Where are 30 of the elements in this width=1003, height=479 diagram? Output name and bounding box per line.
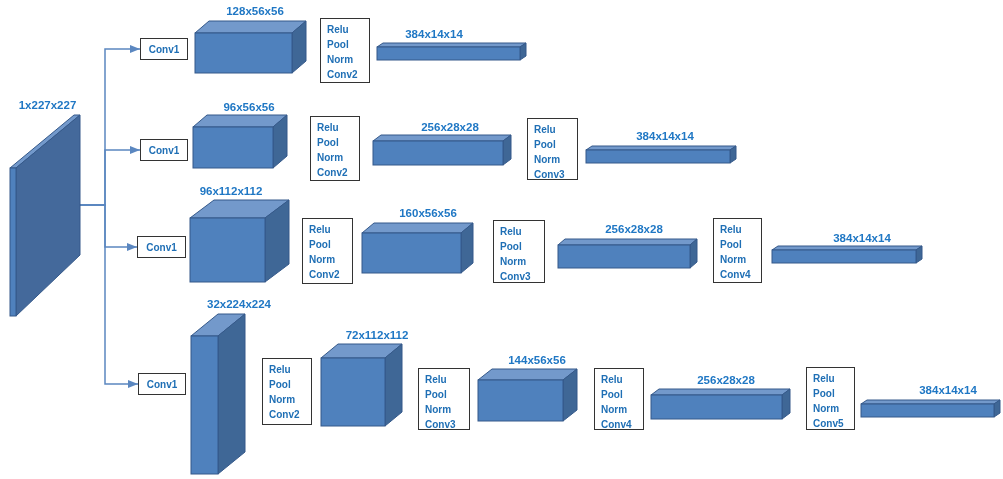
layer-box: Conv1	[140, 139, 188, 161]
dimension-label: 256x28x28	[420, 120, 480, 134]
operations-box: Relu Pool Norm Conv2	[310, 116, 360, 181]
operations-box: Relu Pool Norm Conv2	[262, 358, 312, 425]
operations-box: Relu Pool Norm Conv2	[320, 18, 370, 83]
connector-arrow	[79, 204, 139, 389]
dimension-label: 384x14x14	[635, 129, 695, 143]
operations-box: Relu Pool Norm Conv3	[527, 118, 578, 180]
dimension-label: 384x14x14	[918, 383, 978, 397]
operations-box: Relu Pool Norm Conv3	[493, 220, 545, 283]
layer-box: Conv1	[140, 38, 188, 60]
operations-box: Relu Pool Norm Conv3	[418, 368, 470, 430]
dimension-label: 96x112x112	[198, 184, 264, 198]
dimension-label: 384x14x14	[832, 231, 892, 245]
dimension-label: 256x28x28	[696, 373, 756, 387]
layer-box: Conv1	[137, 236, 186, 258]
dimension-label: 384x14x14	[404, 27, 464, 41]
dimension-label: 32x224x224	[206, 297, 272, 311]
dimension-label: 1x227x227	[17, 98, 78, 112]
dimension-label: 160x56x56	[398, 206, 458, 220]
dimension-label: 72x112x112	[344, 328, 410, 342]
operations-box: Relu Pool Norm Conv4	[594, 368, 644, 430]
operations-box: Relu Pool Norm Conv5	[806, 367, 855, 430]
dimension-label: 256x28x28	[604, 222, 664, 236]
dimension-label: 128x56x56	[225, 4, 285, 18]
layer-box: Conv1	[138, 373, 186, 395]
operations-box: Relu Pool Norm Conv2	[302, 218, 353, 284]
dimension-label: 96x56x56	[222, 100, 276, 114]
dimension-label: 144x56x56	[507, 353, 567, 367]
operations-box: Relu Pool Norm Conv4	[713, 218, 762, 283]
